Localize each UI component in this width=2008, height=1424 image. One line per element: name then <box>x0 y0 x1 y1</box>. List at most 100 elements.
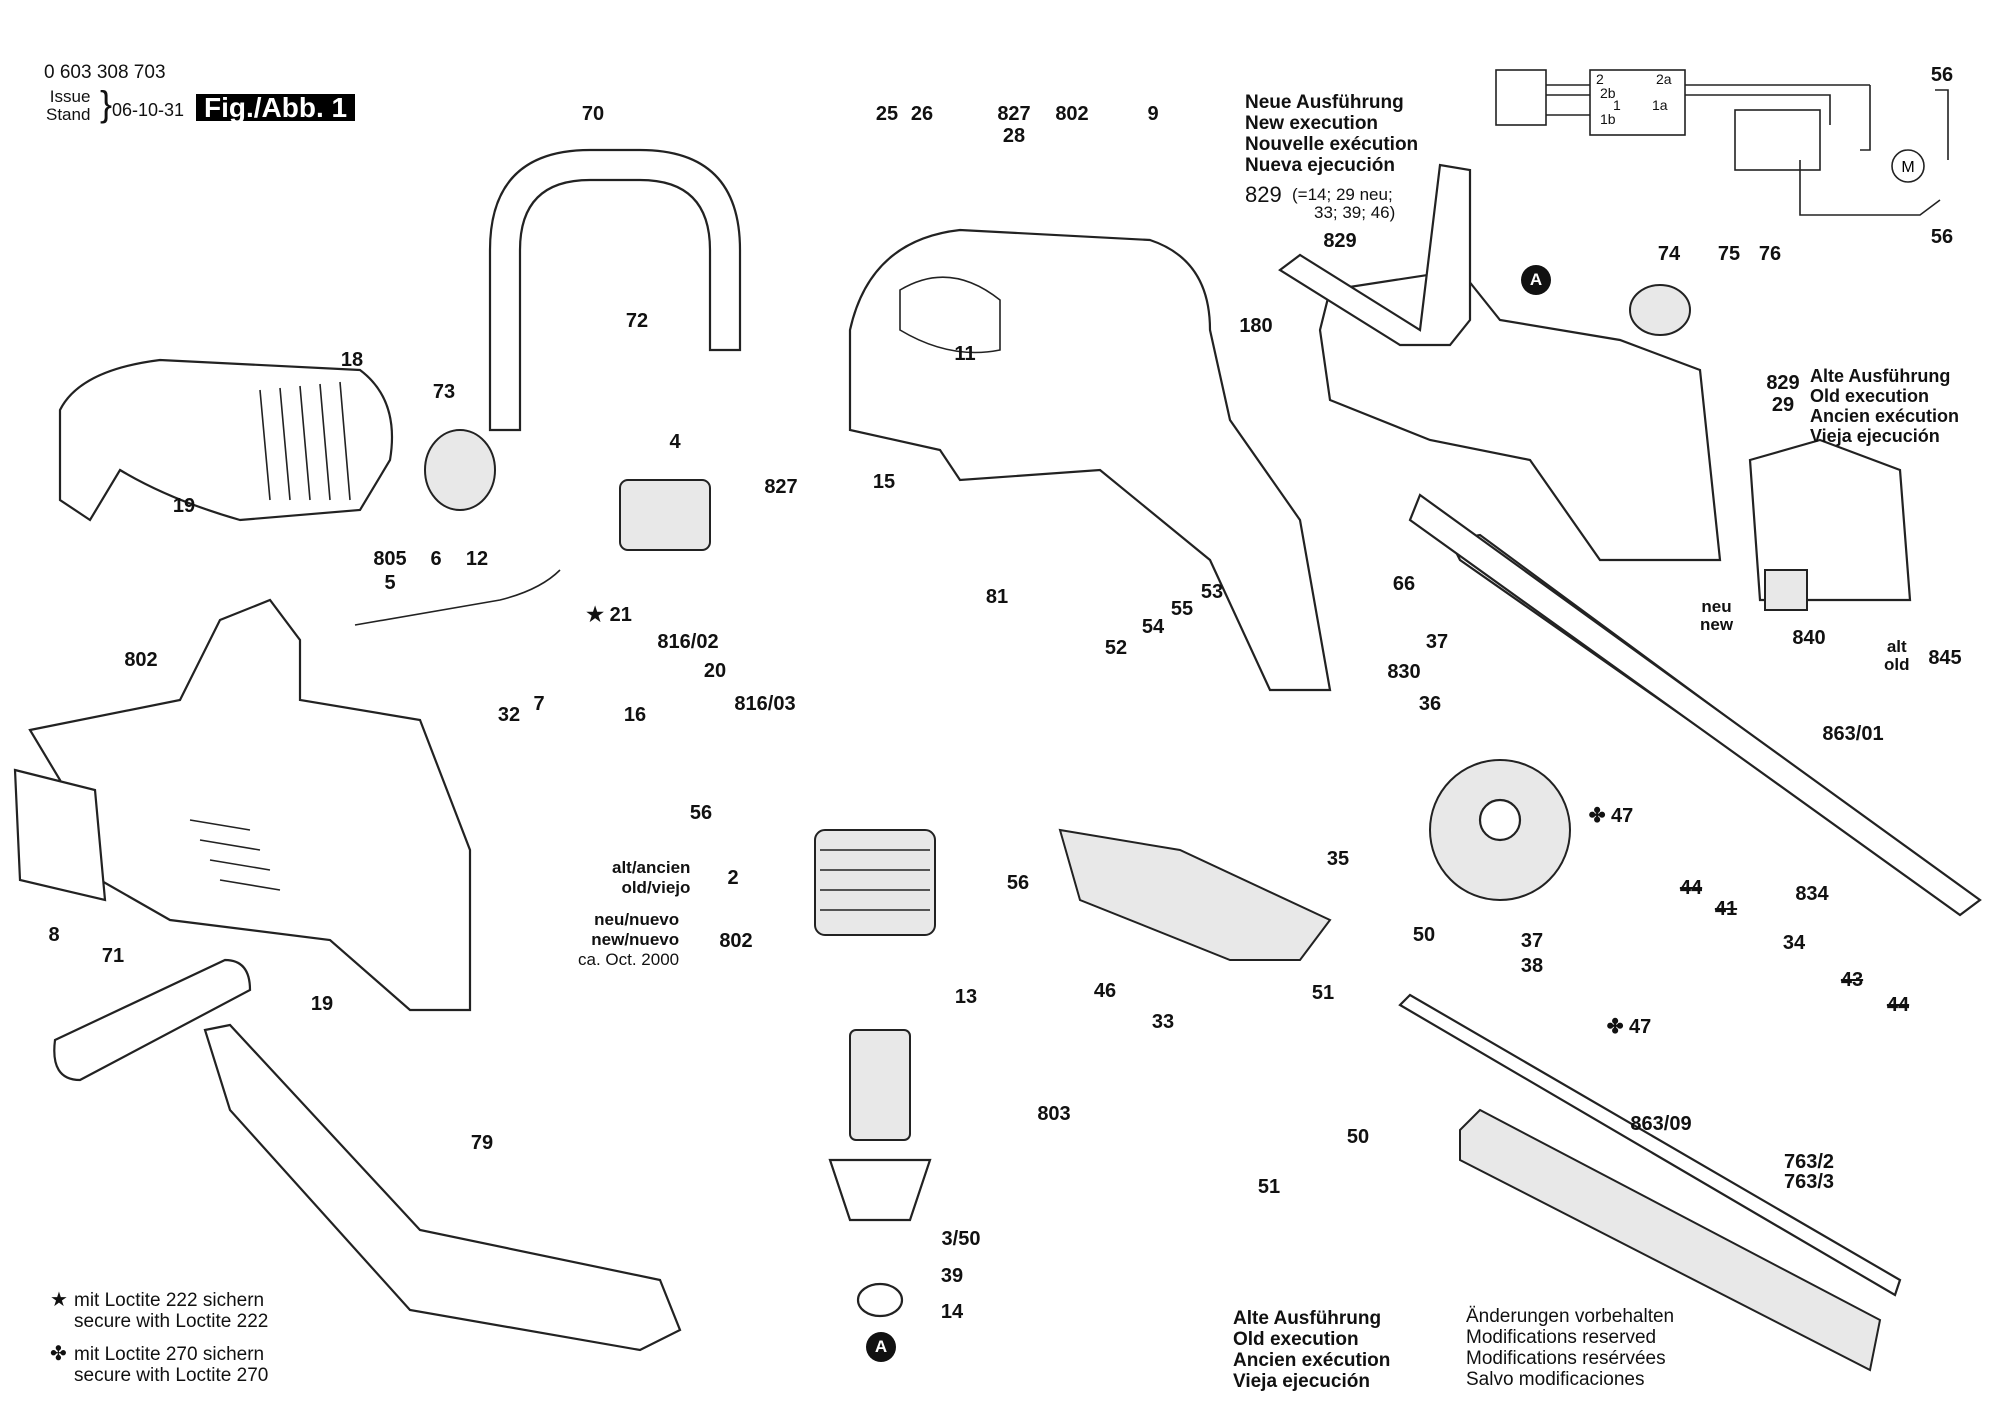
filter-840 <box>1764 569 1808 611</box>
part-label: 29 <box>1771 394 1795 416</box>
part-label: 180 <box>1239 315 1273 337</box>
switch-4 <box>619 479 711 551</box>
neu-new-note: neu new <box>1700 598 1733 634</box>
part-label: 5 <box>384 572 396 594</box>
part-label: 6 <box>430 548 442 570</box>
part-label: 34 <box>1782 932 1806 954</box>
note-line: Neue Ausführung <box>1245 92 1404 113</box>
note-line: Vieja ejecución <box>1233 1371 1370 1392</box>
part-label: 763/3 <box>1783 1171 1835 1193</box>
old-housing <box>1748 438 1912 602</box>
bow-handle-70 <box>488 148 742 432</box>
part-label: 46 <box>1093 980 1117 1002</box>
circuit-terminal-label: 2b <box>1600 85 1616 101</box>
part-label: 56 <box>1930 226 1954 248</box>
part-label: 38 <box>1520 955 1544 977</box>
loctite-legend: ★mit Loctite 222 sichern secure with Loc… <box>46 1290 268 1387</box>
part-label: 37 <box>1520 930 1544 952</box>
part-label: 53 <box>1200 581 1224 603</box>
note-line: alt <box>1886 637 1907 656</box>
part-label: 16 <box>623 704 647 726</box>
issue-label-en: Issue <box>49 87 91 106</box>
part-label: 56 <box>1930 64 1954 86</box>
part-label-superseded: 41 <box>1714 898 1738 920</box>
part-label: 51 <box>1257 1176 1281 1198</box>
part-label: 834 <box>1795 883 1829 905</box>
note-line: (=14; 29 neu; <box>1292 185 1393 204</box>
note-line: Änderungen vorbehalten <box>1466 1306 1675 1327</box>
part-label: 845 <box>1928 647 1962 669</box>
circuit-terminal-label: 1a <box>1652 97 1668 113</box>
power-cable-805 <box>354 569 561 626</box>
part-label: 28 <box>1002 125 1026 147</box>
note-line: old/viejo <box>621 878 691 897</box>
part-label: 15 <box>872 471 896 493</box>
figure-label: Fig./Abb. 1 <box>196 94 356 122</box>
note-line: new <box>1700 615 1734 634</box>
part-label: ✤ 47 <box>1588 805 1634 827</box>
modifications-note: Änderungen vorbehalten Modifications res… <box>1466 1306 1674 1390</box>
part-label-superseded: 44 <box>1886 994 1910 1016</box>
bearing-14 <box>856 1282 904 1318</box>
lower-housing-802 <box>28 598 472 1012</box>
reference-marker-a: A <box>866 1332 896 1362</box>
part-label: 74 <box>1657 243 1681 265</box>
part-label: 19 <box>172 495 196 517</box>
part-label: 32 <box>497 704 521 726</box>
handle-tube-71 <box>53 958 252 1082</box>
issue-date: 06-10-31 <box>112 100 185 120</box>
part-label: 70 <box>581 103 605 125</box>
note-line: neu/nuevo <box>594 910 680 929</box>
part-label: 35 <box>1326 848 1350 870</box>
part-label: 7 <box>533 693 545 715</box>
part-label: 830 <box>1387 661 1421 683</box>
part-label: 816/02 <box>657 631 719 653</box>
circuit-terminal-label: 1 <box>1613 97 1621 113</box>
note-line: new/nuevo <box>591 930 680 949</box>
part-label: 840 <box>1792 627 1826 649</box>
old-variant-note: alt/ancien old/viejo <box>612 858 690 898</box>
motor-symbol-label: M <box>1901 159 1914 176</box>
part-label: 829 <box>1323 230 1357 252</box>
part-label: 8 <box>48 924 60 946</box>
knob-73 <box>424 429 496 511</box>
part-label: 55 <box>1170 598 1194 620</box>
part-label: 37 <box>1425 631 1449 653</box>
part-label: 51 <box>1311 982 1335 1004</box>
part-label: 26 <box>910 103 934 125</box>
note-line: New execution <box>1245 113 1379 134</box>
part-label-superseded: 43 <box>1840 969 1864 991</box>
old-execution-note-bottom: Alte Ausführung Old execution Ancien exé… <box>1233 1308 1390 1392</box>
part-label: 3/50 <box>941 1228 981 1250</box>
part-label: 14 <box>940 1301 964 1323</box>
legend-text: mit Loctite 270 sichern <box>74 1344 265 1365</box>
part-label: 79 <box>470 1132 494 1154</box>
armature-803 <box>849 1029 911 1141</box>
part-label: 829 <box>1766 372 1800 394</box>
part-label: 863/01 <box>1822 723 1884 745</box>
vent-slots <box>189 819 281 891</box>
part-label: 50 <box>1346 1126 1370 1148</box>
part-label: 816/03 <box>734 693 796 715</box>
part-label: 19 <box>310 993 334 1015</box>
part-label: 66 <box>1392 573 1416 595</box>
part-label: 75 <box>1717 243 1741 265</box>
part-label-superseded: 44 <box>1679 877 1703 899</box>
circuit-terminal-label: 2a <box>1656 71 1672 87</box>
part-label: 9 <box>1147 103 1159 125</box>
part-label: 36 <box>1418 693 1442 715</box>
part-label: 56 <box>689 802 713 824</box>
old-execution-note-top: Alte Ausführung Old execution Ancien exé… <box>1810 366 1959 446</box>
note-line: Modifications resérvées <box>1466 1348 1666 1369</box>
circuit-terminal-label: 1b <box>1600 111 1616 127</box>
part-label: 12 <box>465 548 489 570</box>
new-execution-note: Neue Ausführung New execution Nouvelle e… <box>1245 92 1418 176</box>
guide-rail-79 <box>203 1023 682 1352</box>
alt-old-note: alt old <box>1884 638 1910 674</box>
part-label: 802 <box>124 649 158 671</box>
note-line: Modifications reserved <box>1466 1327 1657 1348</box>
part-label: 863/09 <box>1630 1113 1692 1135</box>
part-label: 2 <box>727 867 739 889</box>
part-label: 763/2 <box>1783 1151 1835 1173</box>
wiring-diagram <box>1495 69 1949 216</box>
